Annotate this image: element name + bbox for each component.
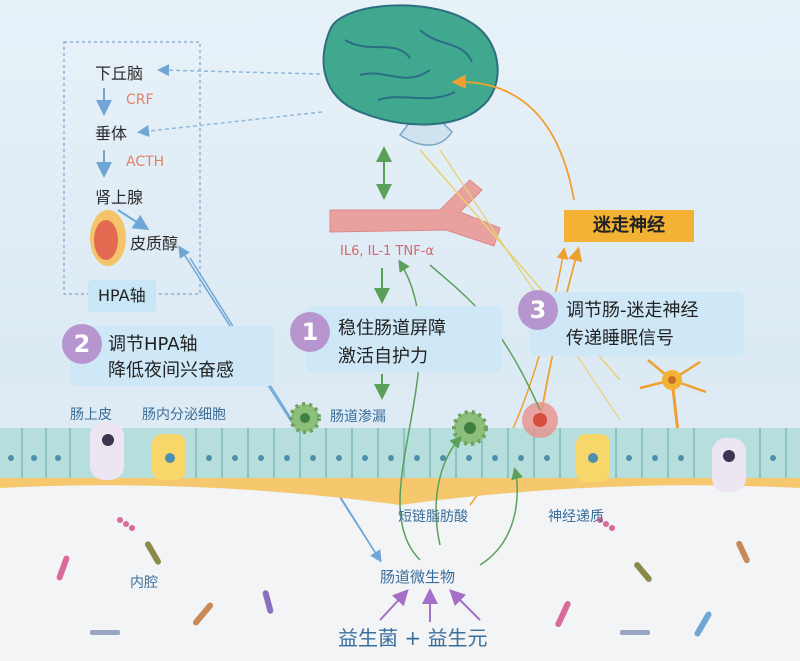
epithelium-label: 肠上皮	[70, 407, 112, 423]
point-3-line1: 调节肠-迷走神经	[566, 300, 699, 321]
point-2-badge: 2	[62, 324, 102, 364]
point-1-badge: 1	[290, 312, 330, 352]
hpa-axis-label: HPA轴	[88, 280, 156, 312]
cytokines-label: IL6, IL-1 TNF-α	[340, 244, 434, 259]
point-3-line2: 传递睡眠信号	[566, 328, 674, 349]
adrenal-label: 肾上腺	[95, 188, 144, 207]
point-3-box	[530, 292, 744, 356]
hypothalamus-label: 下丘脑	[95, 64, 144, 83]
point-1-box	[306, 306, 502, 372]
point-1-line2: 激活自护力	[338, 346, 428, 367]
point-1-line1: 稳住肠道屏障	[338, 318, 446, 339]
acth-label: ACTH	[126, 154, 165, 170]
leaky-gut-label: 肠道渗漏	[330, 409, 386, 425]
point-3-badge: 3	[518, 290, 558, 330]
immune-cell-icon	[289, 402, 488, 446]
point-2-line1: 调节HPA轴	[108, 334, 198, 355]
endocrine-cells-label: 肠内分泌细胞	[142, 407, 226, 423]
vagus-nerve-label: 迷走神经	[564, 210, 694, 242]
neurotransmitters-label: 神经递质	[548, 509, 604, 525]
epithelial-cells	[0, 422, 800, 492]
probiotics-label: 益生菌 + 益生元	[338, 626, 488, 650]
scfa-label: 短链脂肪酸	[398, 509, 468, 525]
crf-label: CRF	[126, 92, 154, 108]
lumen-label: 内腔	[130, 575, 158, 591]
point-2-box	[70, 326, 274, 386]
microbiota-label: 肠道微生物	[380, 568, 456, 586]
brain-icon	[322, 4, 499, 146]
point-2-line2: 降低夜间兴奋感	[108, 360, 234, 381]
pituitary-label: 垂体	[95, 124, 128, 143]
cortisol-label: 皮质醇	[130, 234, 179, 253]
bacteria-icon	[56, 517, 750, 637]
